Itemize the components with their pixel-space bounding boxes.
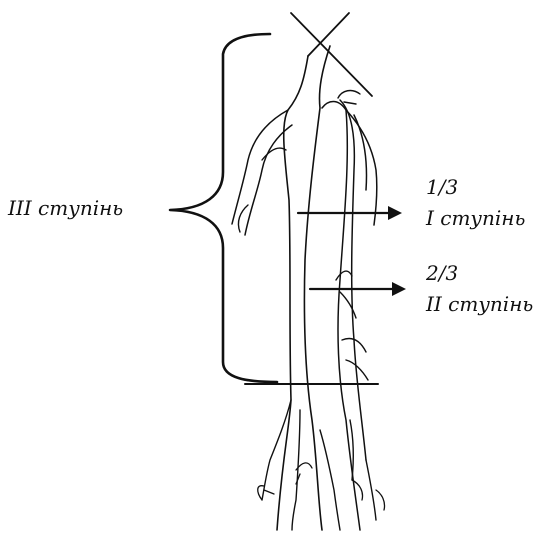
arrow-2-head bbox=[392, 282, 406, 296]
label-degree-2: II ступінь bbox=[426, 294, 533, 314]
arrow-1-head bbox=[388, 206, 402, 220]
lower-branch-5 bbox=[366, 460, 376, 520]
branch-left-upper-inner bbox=[245, 125, 292, 235]
label-degree-1: I ступінь bbox=[426, 208, 525, 228]
branch-right-upper bbox=[346, 110, 377, 225]
label-fraction-2: 2/3 bbox=[426, 263, 458, 283]
curly-brace bbox=[170, 34, 277, 382]
branch-right-upper-inner bbox=[354, 115, 367, 190]
crossing-line-1 bbox=[291, 13, 372, 96]
lower-twig-left bbox=[258, 486, 274, 500]
label-degree-3: III ступінь bbox=[8, 198, 123, 218]
main-trunk-left bbox=[277, 56, 308, 530]
branch-left-upper bbox=[232, 110, 288, 224]
lower-branch-3 bbox=[320, 430, 340, 530]
lower-branch-1 bbox=[262, 400, 291, 500]
label-fraction-1: 1/3 bbox=[426, 177, 458, 197]
